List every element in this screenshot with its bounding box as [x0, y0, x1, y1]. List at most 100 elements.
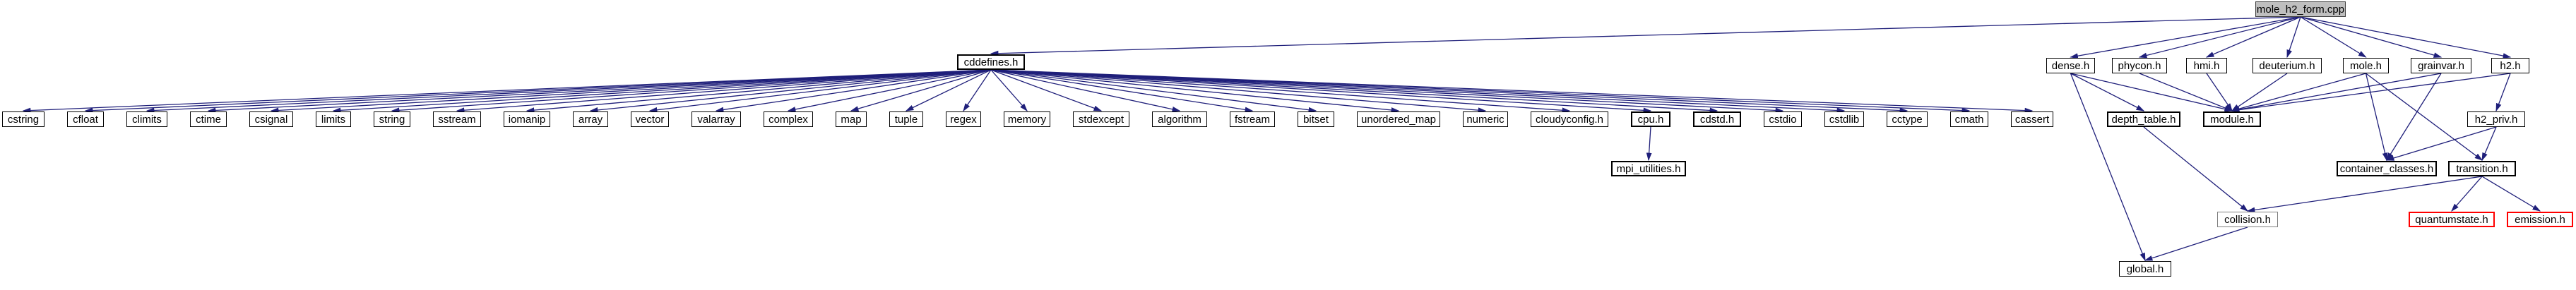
graph-node-array[interactable]: array — [573, 111, 608, 127]
graph-edge-hmi-to-module — [2206, 73, 2233, 112]
graph-edge-root-to-hmi — [2205, 16, 2301, 58]
graph-node-complex[interactable]: complex — [764, 111, 813, 127]
graph-node-unordered_map[interactable]: unordered_map — [1357, 111, 1440, 127]
graph-node-h2_priv[interactable]: h2_priv.h — [2467, 111, 2525, 127]
graph-node-sstream[interactable]: sstream — [433, 111, 481, 127]
graph-edge-cddefines-to-cloudyconfig — [990, 69, 1571, 114]
graph-edge-mole-to-container_classes — [2365, 73, 2388, 162]
graph-edge-cddefines-to-cpu — [990, 69, 1652, 114]
graph-node-bitset[interactable]: bitset — [1298, 111, 1334, 127]
graph-edge-dense-to-module — [2070, 73, 2233, 112]
graph-node-map[interactable]: map — [836, 111, 867, 127]
graph-edge-grainvar-to-module — [2231, 73, 2442, 113]
graph-edge-cddefines-to-cstdlib — [990, 69, 1846, 114]
graph-node-cstring[interactable]: cstring — [2, 111, 44, 127]
graph-edge-dense-to-global — [2070, 73, 2146, 262]
graph-edge-cddefines-to-cstdio — [990, 69, 1784, 114]
graph-edge-cddefines-to-ctime — [207, 69, 992, 114]
graph-node-cstdio[interactable]: cstdio — [1764, 111, 1802, 127]
graph-node-module[interactable]: module.h — [2203, 111, 2261, 127]
graph-node-cdstd[interactable]: cdstd.h — [1693, 111, 1741, 127]
graph-node-mole[interactable]: mole.h — [2343, 58, 2389, 73]
graph-edge-cddefines-to-iomanip — [526, 69, 992, 113]
graph-edge-cddefines-to-limits — [332, 69, 992, 114]
graph-edge-h2_priv-to-transition — [2481, 126, 2497, 162]
graph-edge-depth_table-to-collision — [2143, 126, 2249, 212]
graph-edge-cddefines-to-cassert — [990, 69, 2034, 114]
graph-node-limits[interactable]: limits — [316, 111, 351, 127]
graph-edge-transition-to-quantumstate — [2451, 176, 2483, 212]
graph-node-cddefines[interactable]: cddefines.h — [957, 54, 1025, 70]
graph-edge-cddefines-to-sstream — [456, 69, 992, 114]
graph-edge-root-to-phycon — [2138, 16, 2301, 59]
graph-node-cassert[interactable]: cassert — [2011, 111, 2053, 127]
graph-node-numeric[interactable]: numeric — [1463, 111, 1508, 127]
graph-edge-cddefines-to-cdstd — [990, 69, 1719, 114]
graph-edge-cddefines-to-algorithm — [990, 69, 1181, 112]
graph-edge-transition-to-emission — [2481, 176, 2541, 212]
graph-edge-deuterium-to-module — [2231, 73, 2288, 111]
graph-edge-transition-to-collision — [2246, 176, 2483, 213]
graph-edge-root-to-deuterium — [2286, 16, 2301, 59]
graph-node-quantumstate[interactable]: quantumstate.h — [2409, 212, 2495, 227]
graph-edge-root-to-dense — [2070, 16, 2301, 59]
graph-node-regex[interactable]: regex — [946, 111, 981, 127]
graph-node-cstdlib[interactable]: cstdlib — [1824, 111, 1864, 127]
graph-node-emission[interactable]: emission.h — [2507, 212, 2573, 227]
graph-node-memory[interactable]: memory — [1004, 111, 1050, 127]
graph-edge-root-to-grainvar — [2300, 16, 2443, 58]
graph-edge-cddefines-to-stdexcept — [990, 69, 1103, 111]
graph-node-tuple[interactable]: tuple — [889, 111, 923, 127]
graph-node-valarray[interactable]: valarray — [692, 111, 741, 127]
graph-edge-cpu-to-mpi_utilities — [1646, 126, 1652, 162]
graph-node-global[interactable]: global.h — [2119, 261, 2171, 277]
graph-edge-mole-to-transition — [2366, 73, 2483, 161]
graph-node-grainvar[interactable]: grainvar.h — [2411, 58, 2471, 73]
graph-edge-cddefines-to-bitset — [990, 69, 1317, 113]
graph-node-mpi_utilities[interactable]: mpi_utilities.h — [1611, 161, 1686, 176]
graph-edge-root-to-h2 — [2300, 16, 2512, 59]
graph-node-cfloat[interactable]: cfloat — [67, 111, 104, 127]
graph-node-vector[interactable]: vector — [631, 111, 669, 127]
graph-node-algorithm[interactable]: algorithm — [1152, 111, 1207, 127]
graph-node-collision[interactable]: collision.h — [2217, 212, 2278, 227]
graph-node-cctype[interactable]: cctype — [1887, 111, 1928, 127]
graph-node-root[interactable]: mole_h2_form.cpp — [2255, 1, 2346, 17]
graph-edge-cddefines-to-string — [391, 69, 992, 114]
graph-node-fstream[interactable]: fstream — [1230, 111, 1275, 127]
graph-node-string[interactable]: string — [374, 111, 410, 127]
graph-edge-collision-to-global — [2144, 226, 2248, 261]
graph-node-phycon[interactable]: phycon.h — [2112, 58, 2167, 73]
graph-node-hmi[interactable]: hmi.h — [2186, 58, 2227, 73]
graph-edge-dense-to-depth_table — [2070, 73, 2145, 111]
graph-node-dense[interactable]: dense.h — [2046, 58, 2095, 73]
graph-node-cloudyconfig[interactable]: cloudyconfig.h — [1531, 111, 1608, 127]
graph-node-cmath[interactable]: cmath — [1950, 111, 1988, 127]
graph-node-cpu[interactable]: cpu.h — [1631, 111, 1670, 127]
graph-node-climits[interactable]: climits — [126, 111, 167, 127]
graph-edge-cddefines-to-complex — [787, 69, 992, 112]
graph-edge-cddefines-to-tuple — [905, 69, 992, 111]
graph-node-h2[interactable]: h2.h — [2491, 58, 2529, 73]
graph-node-iomanip[interactable]: iomanip — [504, 111, 550, 127]
graph-node-ctime[interactable]: ctime — [190, 111, 227, 127]
graph-edge-cddefines-to-array — [589, 69, 992, 113]
graph-node-container_classes[interactable]: container_classes.h — [2337, 161, 2437, 176]
graph-edge-cddefines-to-climits — [146, 69, 992, 114]
graph-edge-cddefines-to-memory — [990, 69, 1028, 111]
graph-node-depth_table[interactable]: depth_table.h — [2107, 111, 2180, 127]
graph-node-deuterium[interactable]: deuterium.h — [2252, 58, 2322, 73]
graph-node-transition[interactable]: transition.h — [2448, 161, 2516, 176]
graph-edge-h2-to-h2_priv — [2495, 73, 2511, 112]
graph-node-csignal[interactable]: csignal — [249, 111, 293, 127]
graph-node-stdexcept[interactable]: stdexcept — [1073, 111, 1129, 127]
graph-edge-cddefines-to-valarray — [715, 69, 992, 113]
graph-edge-grainvar-to-container_classes — [2386, 73, 2442, 162]
graph-edge-mole-to-module — [2231, 73, 2366, 111]
graph-edge-cddefines-to-fstream — [990, 69, 1254, 113]
graph-edge-cddefines-to-numeric — [990, 69, 1487, 114]
graph-edge-cddefines-to-vector — [648, 69, 992, 113]
graph-edge-cddefines-to-cstring — [22, 69, 992, 114]
